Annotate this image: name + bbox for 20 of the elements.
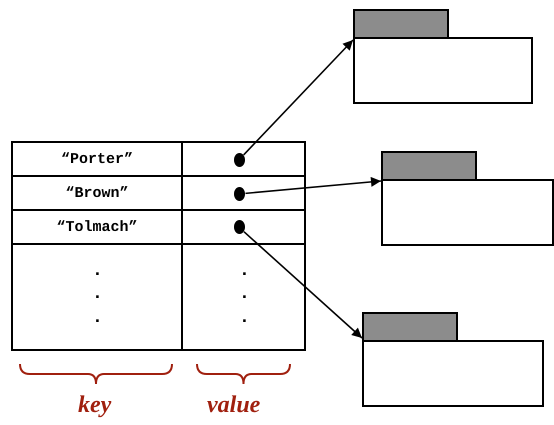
arrow <box>243 231 363 339</box>
arrow <box>245 176 382 194</box>
arrow <box>243 39 354 156</box>
pointer-dot <box>234 220 245 234</box>
column-caption: key <box>78 393 112 417</box>
key-text: “Porter” <box>14 144 180 174</box>
record-object <box>381 151 554 246</box>
pointer-dot <box>234 187 245 201</box>
ellipsis-dot: . <box>92 309 103 327</box>
key-text: “Tolmach” <box>14 212 180 242</box>
ellipsis-dot: . <box>239 309 250 327</box>
pointer-dot <box>234 153 245 167</box>
ellipsis-dot: . <box>92 285 103 303</box>
record-object <box>362 312 544 407</box>
ellipsis-dot: . <box>239 285 250 303</box>
ellipsis-dot: . <box>239 262 250 280</box>
key-text: “Brown” <box>14 178 180 208</box>
ellipsis-dot: . <box>92 262 103 280</box>
record-object <box>353 9 533 104</box>
column-caption: value <box>207 393 260 417</box>
